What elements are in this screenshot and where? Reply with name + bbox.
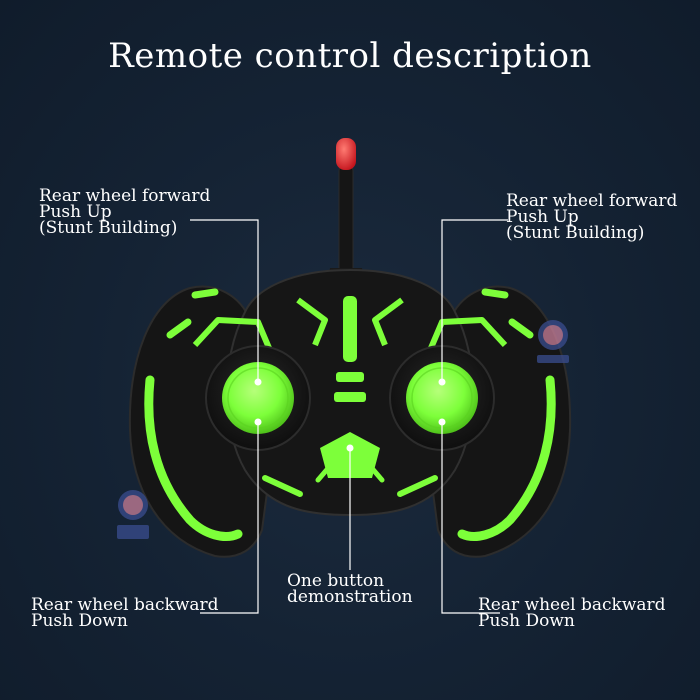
label-bottom-right: Rear wheel backward Push Down [478,595,666,631]
controller-body [128,268,572,558]
label-top-right-line2: Push Up [506,207,579,227]
watermark-logo-right [537,320,569,363]
right-joystick [406,362,478,434]
left-joystick [222,362,294,434]
watermark-logo-left [117,490,149,539]
label-center-line2: demonstration [287,587,413,607]
label-top-right-line3: (Stunt Building) [506,223,645,243]
callout-line-bottom-right [441,422,500,614]
label-top-left-line3: (Stunt Building) [39,218,178,238]
callout-line-bottom-left [200,422,259,614]
label-top-right-line1: Rear wheel forward [506,191,678,211]
label-bottom-left-line1: Rear wheel backward [31,595,219,615]
label-top-right: Rear wheel forward Push Up (Stunt Buildi… [506,191,678,243]
label-top-left-line1: Rear wheel forward [39,186,211,206]
callout-line-top-left [190,219,259,382]
label-center: One button demonstration [287,571,413,607]
label-bottom-left-line2: Push Down [31,611,128,631]
label-top-left: Rear wheel forward Push Up (Stunt Buildi… [39,186,211,238]
antenna [326,138,366,292]
callout-lines [190,219,508,614]
antenna-tip-light [336,138,356,170]
callout-points [254,378,446,452]
page-title: Remote control description [108,36,592,76]
label-bottom-right-line2: Push Down [478,611,575,631]
label-bottom-left: Rear wheel backward Push Down [31,595,219,631]
label-top-left-line2: Push Up [39,202,112,222]
label-center-line1: One button [287,571,385,591]
label-bottom-right-line1: Rear wheel backward [478,595,666,615]
callout-line-top-right [441,219,508,382]
